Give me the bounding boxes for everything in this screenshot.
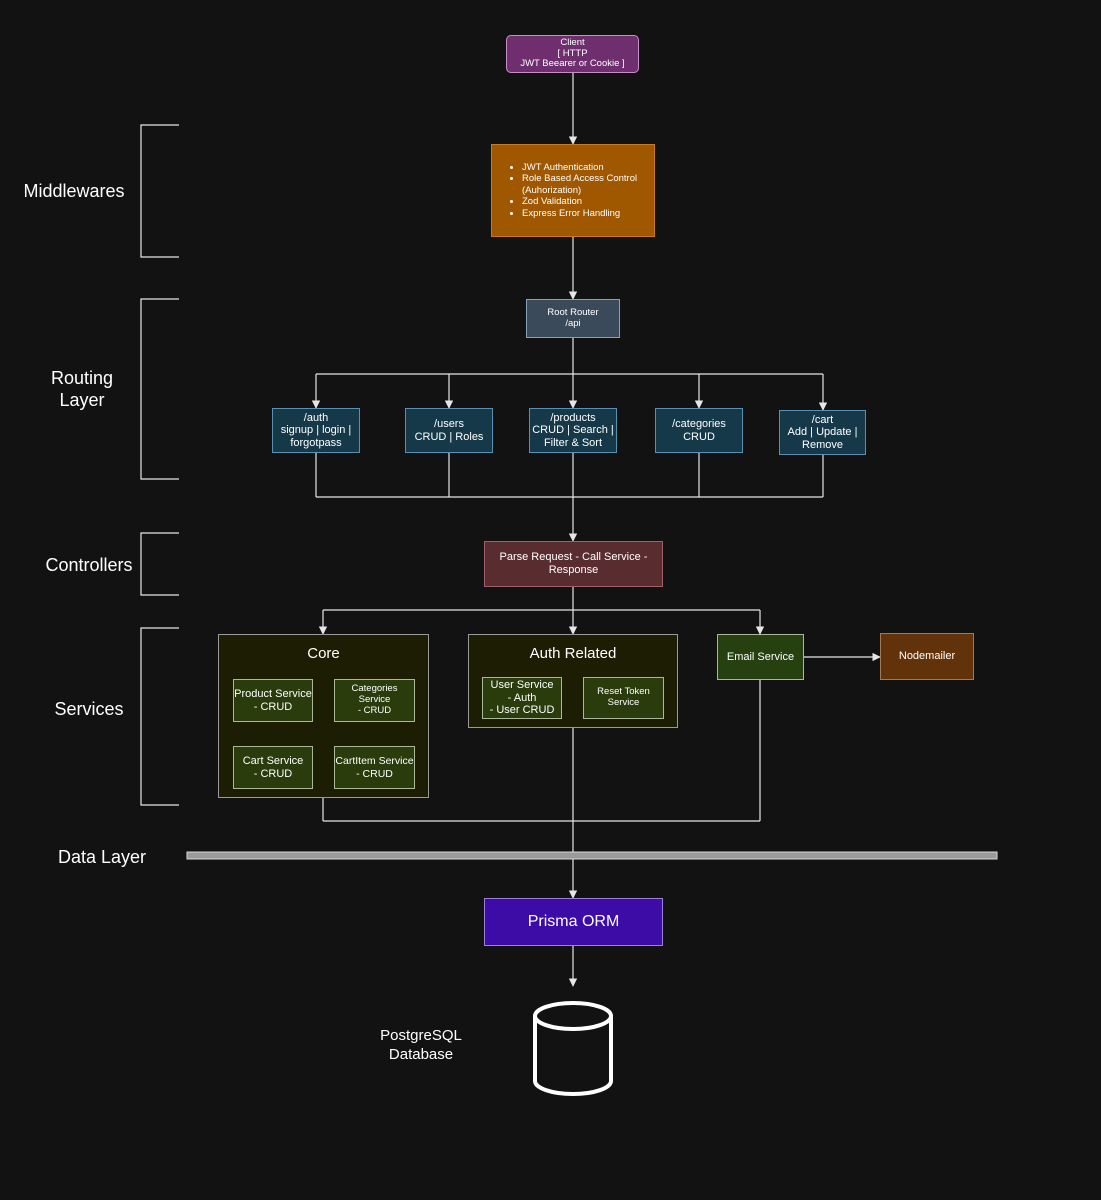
- route-path: /categories: [672, 417, 726, 430]
- middlewares-bracket: [140, 124, 179, 258]
- nodemailer-node: Nodemailer: [880, 633, 974, 680]
- service-name: Cart Service: [242, 754, 304, 767]
- service-name: Reset Token: [597, 686, 650, 698]
- route-categories-node: /categories CRUD: [655, 408, 743, 453]
- route-products-node: /products CRUD | Search | Filter & Sort: [529, 408, 617, 453]
- root-router-node: Root Router /api: [526, 299, 620, 338]
- controllers-bracket: [140, 532, 179, 596]
- client-title: Client: [560, 36, 585, 48]
- service-name: Service: [607, 697, 640, 708]
- service-ops: - CRUD: [357, 704, 392, 716]
- categories-service-node: Categories Service - CRUD: [334, 679, 415, 722]
- user-service-node: User Service - Auth - User CRUD: [482, 677, 562, 719]
- service-ops: - Auth: [507, 691, 537, 704]
- service-ops: - CRUD: [253, 767, 293, 780]
- middleware-item: JWT Authentication: [522, 162, 637, 174]
- route-users-node: /users CRUD | Roles: [405, 408, 493, 453]
- route-ops: Remove: [802, 438, 843, 451]
- middleware-list: JWT Authentication Role Based Access Con…: [492, 162, 637, 220]
- route-ops: signup | login |: [280, 424, 352, 437]
- database-icon: [533, 1001, 613, 1096]
- layer-label-data: Data Layer: [57, 847, 147, 867]
- middleware-item: Role Based Access Control: [522, 173, 637, 185]
- client-protocol: [ HTTP: [557, 47, 588, 59]
- database-label: PostgreSQL Database: [380, 1027, 462, 1063]
- root-router-path: /api: [565, 317, 581, 329]
- layer-label-services: Services: [54, 699, 124, 719]
- email-service-node: Email Service: [717, 634, 804, 680]
- service-name: User Service: [490, 679, 554, 692]
- route-path: /users: [434, 417, 464, 430]
- prisma-orm-node: Prisma ORM: [484, 898, 663, 946]
- cart-service-node: Cart Service - CRUD: [233, 746, 313, 789]
- route-ops: CRUD: [683, 430, 715, 443]
- reset-token-service-node: Reset Token Service: [583, 677, 664, 719]
- root-router-title: Root Router: [547, 306, 599, 318]
- route-ops: Filter & Sort: [543, 436, 603, 449]
- auth-related-group-title: Auth Related: [529, 645, 617, 662]
- services-bracket: [140, 627, 179, 806]
- controller-text: Parse Request - Call Service -: [499, 551, 648, 564]
- product-service-node: Product Service - CRUD: [233, 679, 313, 722]
- service-ops: - User CRUD: [489, 704, 555, 717]
- controller-node: Parse Request - Call Service - Response: [484, 541, 663, 587]
- layer-label-controllers: Controllers: [45, 555, 133, 575]
- service-name: Product Service: [234, 687, 312, 700]
- controller-text: Response: [548, 564, 599, 576]
- middleware-item: Express Error Handling: [522, 208, 637, 220]
- middleware-node: JWT Authentication Role Based Access Con…: [491, 144, 655, 237]
- middleware-item: Zod Validation: [522, 196, 637, 208]
- middleware-item-continuation: (Auhorization): [522, 184, 582, 196]
- route-cart-node: /cart Add | Update | Remove: [779, 410, 866, 455]
- route-ops: CRUD | Roles: [414, 430, 484, 443]
- route-path: /products: [550, 411, 596, 424]
- prisma-label: Prisma ORM: [527, 912, 620, 930]
- data-layer-bar: [186, 851, 998, 860]
- service-ops: - CRUD: [253, 700, 293, 713]
- nodemailer-label: Nodemailer: [898, 650, 956, 663]
- routing-bracket: [140, 298, 179, 480]
- core-group-title: Core: [307, 645, 340, 662]
- route-auth-node: /auth signup | login | forgotpass: [272, 408, 360, 453]
- route-path: /cart: [811, 413, 834, 426]
- route-ops: forgotpass: [290, 436, 342, 449]
- layer-label-middlewares: Middlewares: [23, 181, 125, 201]
- service-name: CartItem Service: [335, 755, 414, 768]
- service-name: Categories: [351, 683, 398, 695]
- cartitem-service-node: CartItem Service - CRUD: [334, 746, 415, 789]
- service-ops: - CRUD: [356, 767, 393, 780]
- email-service-label: Email Service: [726, 650, 795, 663]
- route-ops: CRUD | Search |: [532, 424, 614, 437]
- layer-label-routing: Routing Layer: [50, 368, 114, 410]
- route-path: /auth: [303, 411, 329, 424]
- client-auth: JWT Beearer or Cookie ]: [520, 58, 625, 70]
- client-node: Client [ HTTP JWT Beearer or Cookie ]: [506, 35, 639, 73]
- route-ops: Add | Update |: [787, 426, 858, 439]
- service-name: Service: [358, 694, 391, 706]
